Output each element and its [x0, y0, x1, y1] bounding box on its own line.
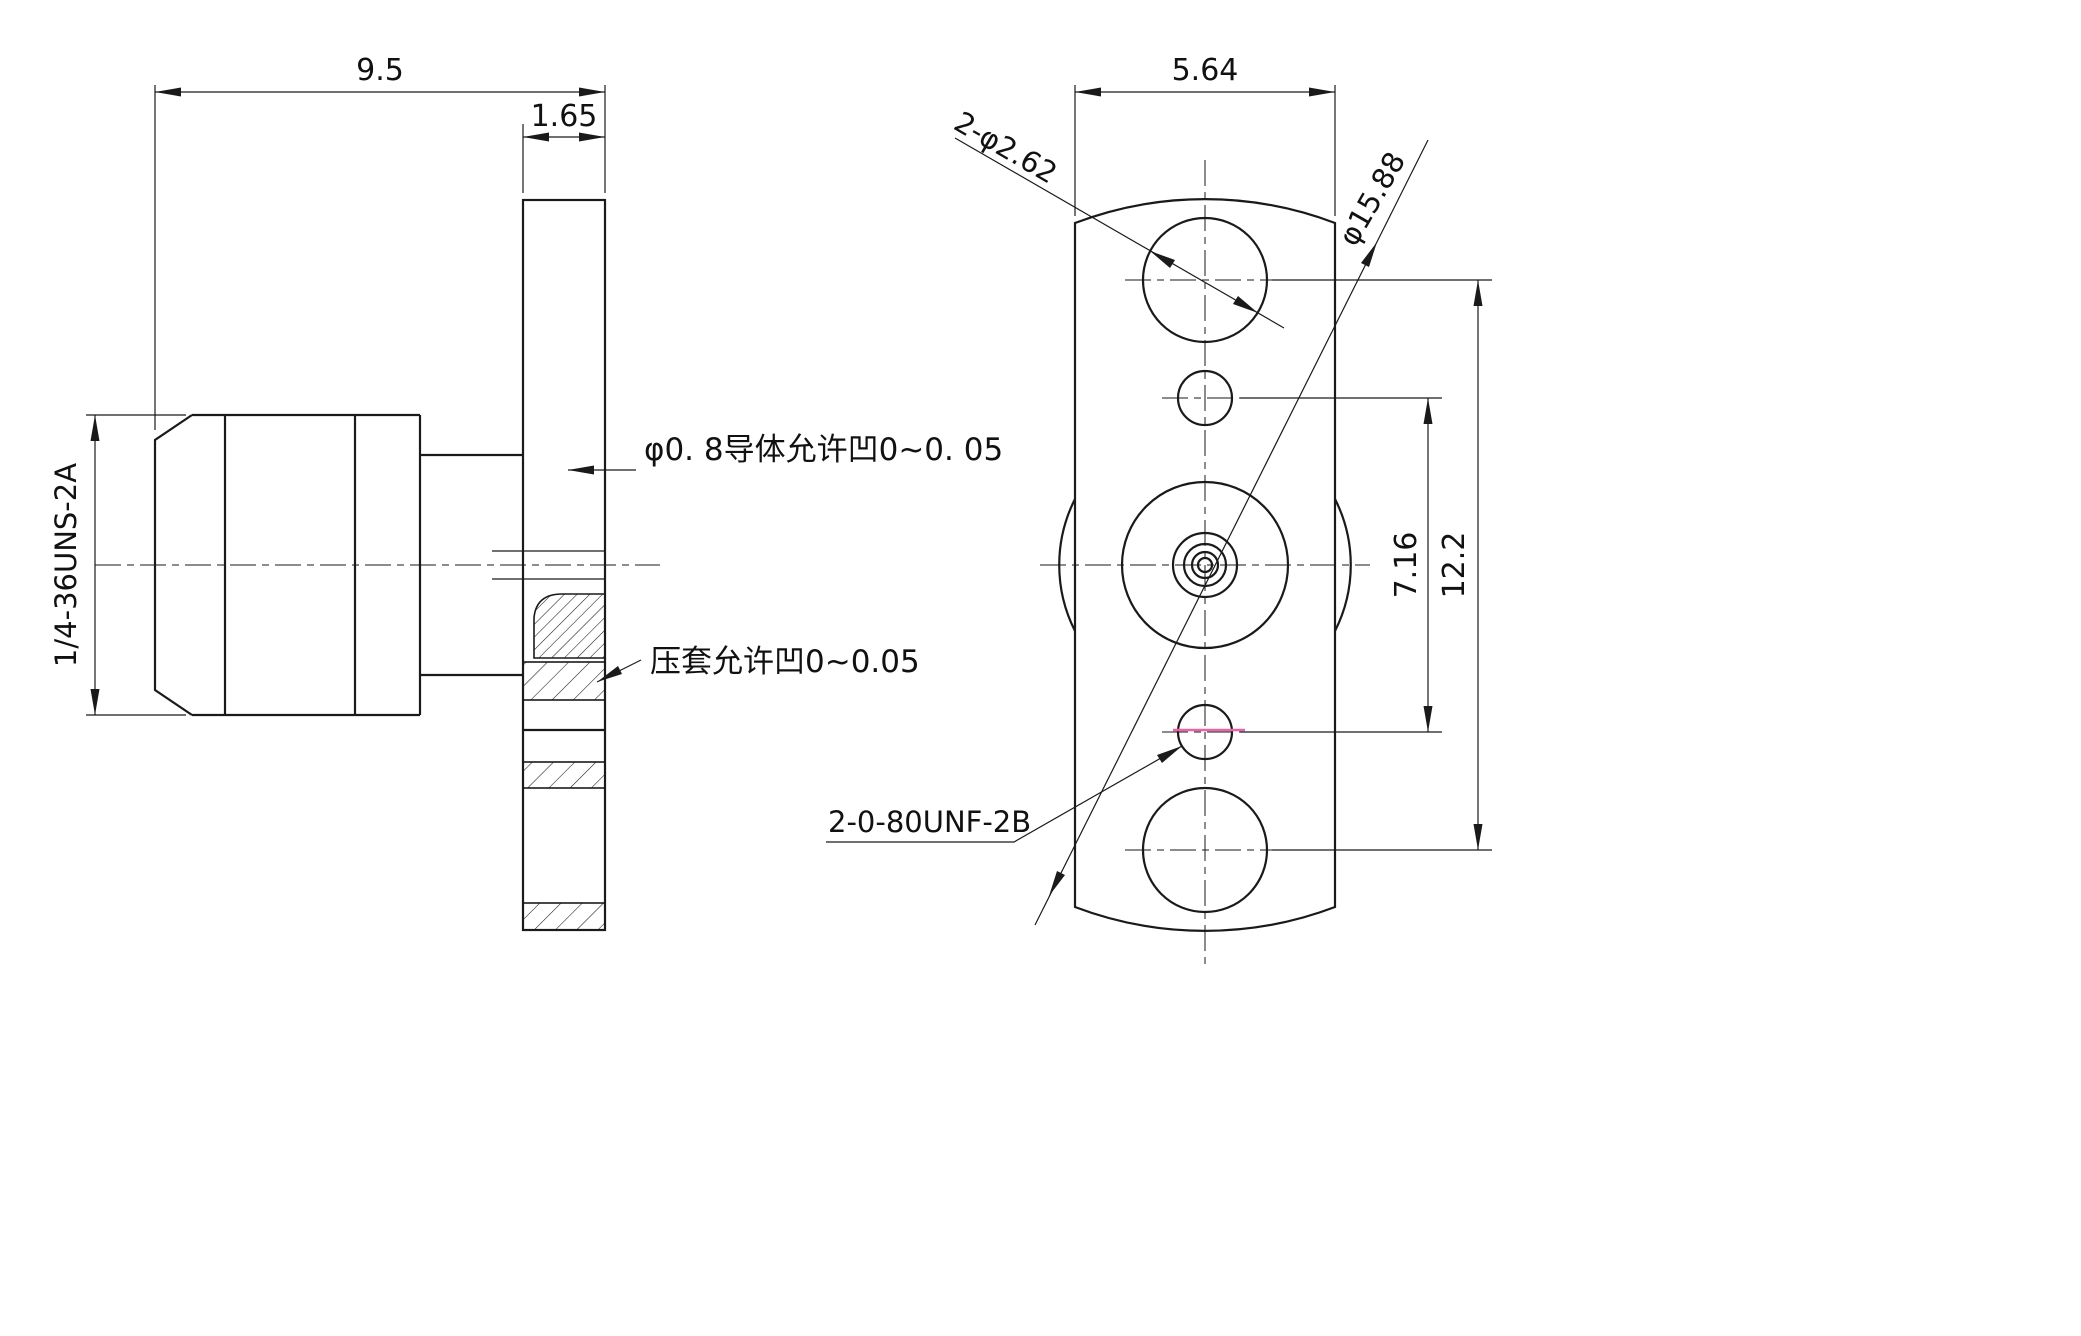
dim-flange-width: 5.64 [1172, 53, 1239, 88]
dimension-lines [826, 85, 1492, 926]
arrowhead [579, 87, 605, 97]
right-view-centerlines [1040, 160, 1370, 968]
connector-body-outline [153, 413, 605, 732]
left-view [95, 198, 660, 932]
tapped-hole-top [1176, 369, 1234, 427]
center-pin-circle [1196, 556, 1214, 574]
sleeve-lower-section [522, 661, 606, 701]
mount-hole-top [1141, 216, 1269, 344]
tapped-hole-bottom [1176, 703, 1234, 761]
center-conductor-lines [492, 550, 605, 580]
flange-diameter-callout: φ15.88 [1332, 146, 1413, 251]
crimp-sleeve-section [533, 593, 606, 659]
dimension-lines [86, 85, 642, 716]
arrowhead [1473, 824, 1483, 850]
arrowhead [579, 132, 605, 142]
arrowhead [1233, 296, 1258, 313]
flange-holes [1120, 216, 1290, 914]
arrowhead [523, 132, 549, 142]
section-hatching [522, 593, 606, 931]
dim-outer-hole-span: 12.2 [1437, 532, 1472, 599]
arrowhead [1049, 871, 1065, 896]
center-boss-circle [1120, 480, 1290, 650]
tapped-holes-thread-label: 2-0-80UNF-2B [828, 805, 1031, 839]
arrowhead [568, 465, 594, 475]
thread-spec-label: 1/4-36UNS-2A [49, 463, 83, 667]
arrowhead [597, 666, 622, 682]
arrowhead [90, 689, 100, 715]
right-view [1040, 160, 1370, 968]
note-sleeve-recess: 压套允许凹0~0.05 [650, 644, 920, 680]
pin-collar-circle [1190, 550, 1220, 580]
arrowhead [1150, 251, 1175, 268]
dim-inner-hole-span: 7.16 [1389, 532, 1424, 599]
arrowhead [1361, 242, 1377, 267]
arrowhead [1309, 87, 1335, 97]
arrowhead [155, 87, 181, 97]
dim-flange-thickness: 1.65 [531, 99, 598, 134]
mount-holes-callout: 2-φ2.62 [949, 105, 1064, 191]
dielectric-circle [1171, 531, 1239, 599]
note-conductor-recess: φ0. 8导体允许凹0~0. 05 [644, 432, 1003, 468]
mount-hole-bottom [1141, 786, 1269, 914]
arrowhead [1423, 706, 1433, 732]
arrowhead [1075, 87, 1101, 97]
body-bulge-right [1334, 498, 1352, 632]
arrowheads [90, 87, 622, 715]
arrowhead [1473, 280, 1483, 306]
arrowheads [1049, 87, 1483, 896]
arrowhead [1157, 746, 1182, 763]
flange-section-band-1 [522, 761, 606, 789]
flange-section-band-2 [522, 902, 606, 931]
left-view-dimensions: 9.5 1.65 1/4-36UNS-2A φ0. 8导体允许凹0~0. 05 … [49, 53, 1003, 716]
arrowhead [90, 415, 100, 441]
arrowhead [1423, 398, 1433, 424]
dim-overall-length: 9.5 [356, 53, 404, 88]
